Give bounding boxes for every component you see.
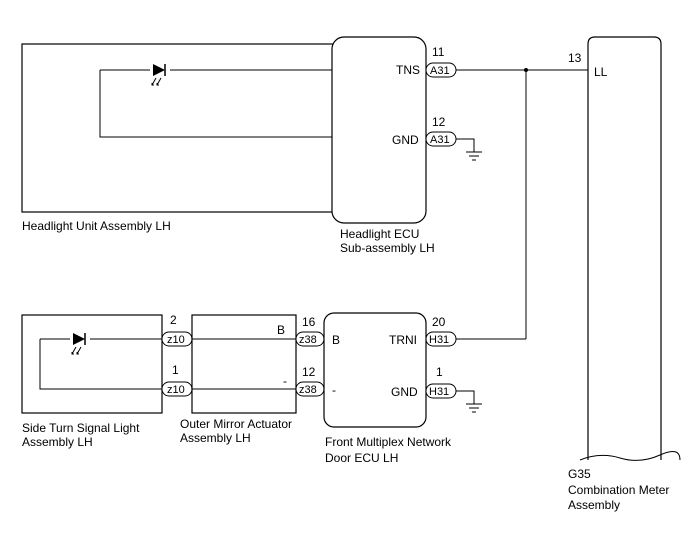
- headlight-led-icon: [151, 64, 166, 86]
- trni-pin-number: 20: [432, 315, 446, 329]
- door-ecu-minus-terminal-label: -: [332, 383, 336, 397]
- headlight-ecu-label-2: Sub-assembly LH: [340, 241, 435, 255]
- door-ecu-label-1: Front Multiplex Network: [325, 435, 452, 449]
- side-turn-led-icon: [71, 333, 86, 355]
- side-turn-signal-box: [21, 314, 163, 414]
- side-turn-label-1: Side Turn Signal Light: [22, 421, 140, 435]
- z38-top-pin-number: 16: [302, 315, 316, 329]
- z38-bottom-pin-number: 12: [302, 365, 316, 379]
- mirror-minus-terminal-label: -: [283, 374, 287, 388]
- h31-connector-trni-label: H31: [429, 334, 449, 346]
- tns-terminal-label: TNS: [396, 63, 420, 77]
- headlight-ecu-label-1: Headlight ECU: [340, 227, 419, 241]
- tns-pin-number: 11: [432, 45, 445, 59]
- z38-connector-bottom-label: z38: [299, 384, 317, 396]
- outer-mirror-label-2: Assembly LH: [180, 431, 251, 445]
- mirror-b-terminal-label: B: [277, 323, 285, 337]
- headlight-internal-circuit: [99, 69, 338, 138]
- meter-code-label: G35: [568, 467, 591, 481]
- a31-connector-gnd-label: A31: [430, 134, 450, 146]
- door-ecu-b-terminal-label: B: [332, 333, 340, 347]
- door-ecu-box: [323, 312, 427, 428]
- ecu-gnd-pin-number: 12: [432, 115, 446, 129]
- side-turn-label-2: Assembly LH: [22, 435, 93, 449]
- door-ecu-label-2: Door ECU LH: [325, 451, 398, 465]
- meter-pin-number: 13: [568, 51, 582, 65]
- z10-connector-top-label: z10: [167, 334, 185, 346]
- h31-connector-gnd-label: H31: [429, 386, 449, 398]
- side-turn-internal-circuit: [39, 338, 162, 390]
- ll-terminal-label: LL: [594, 65, 608, 79]
- z10-bottom-pin-number: 1: [172, 363, 179, 377]
- z10-top-pin-number: 2: [170, 313, 177, 327]
- headlight-unit-label: Headlight Unit Assembly LH: [22, 219, 171, 233]
- combination-meter-break: [579, 450, 681, 461]
- ground-icon: [456, 138, 482, 161]
- headlight-unit-box: [21, 43, 341, 213]
- z38-connector-top-label: z38: [299, 334, 317, 346]
- outer-mirror-box: [191, 314, 297, 414]
- meter-label-1: Combination Meter: [568, 483, 669, 497]
- door-gnd-pin-number: 1: [436, 365, 443, 379]
- z10-connector-bottom-label: z10: [167, 384, 185, 396]
- headlight-ecu-box: [331, 36, 427, 224]
- door-gnd-terminal-label: GND: [391, 385, 418, 399]
- ground-icon: [456, 390, 482, 413]
- combination-meter-box: [587, 36, 662, 460]
- a31-connector-tns-label: A31: [430, 65, 450, 77]
- meter-label-2: Assembly: [568, 498, 620, 512]
- ecu-gnd-terminal-label: GND: [392, 133, 419, 147]
- outer-mirror-label-1: Outer Mirror Actuator: [180, 417, 292, 431]
- trni-terminal-label: TRNI: [389, 333, 417, 347]
